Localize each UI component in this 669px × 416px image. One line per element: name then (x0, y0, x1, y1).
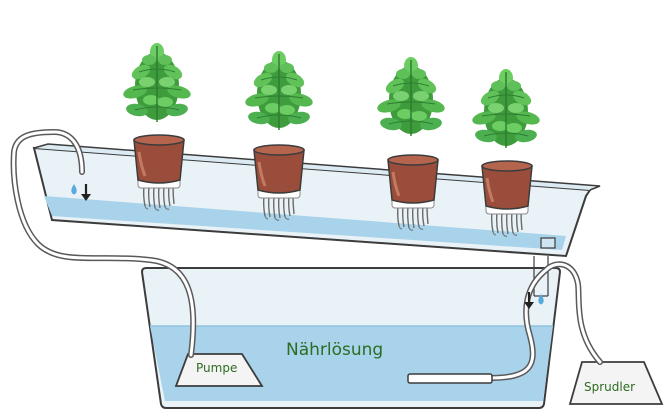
down-arrow-icon (524, 292, 534, 309)
water-drop-icon (538, 294, 544, 305)
pot-icon (480, 159, 534, 211)
reservoir (140, 267, 562, 409)
plant-icon (243, 50, 315, 131)
pump-label: Pumpe (196, 361, 238, 375)
pump (174, 353, 264, 387)
air-stone (407, 373, 493, 384)
tray-water (44, 196, 566, 250)
down-arrow-icon (81, 184, 91, 201)
plant-icon (121, 42, 193, 123)
water-drop-icon (71, 184, 77, 195)
pot-icon (132, 133, 186, 185)
plant-icon (470, 68, 542, 149)
pot-icon (252, 143, 306, 195)
pot-icon (386, 153, 440, 205)
bubbler-label: Sprudler (584, 380, 636, 394)
plant-icon (375, 56, 447, 137)
bubbler (568, 361, 664, 405)
nutrient-solution-label: Nährlösung (286, 340, 384, 360)
